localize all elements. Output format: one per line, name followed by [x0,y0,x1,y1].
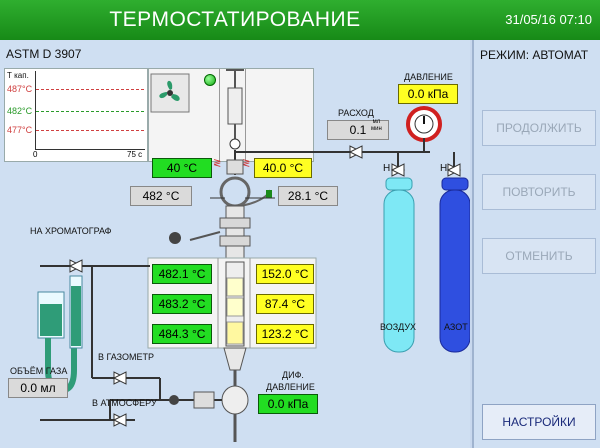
mode-label: РЕЖИМ: [480,48,530,62]
dp-value: 0.0 кПа [258,394,318,414]
atmosphere-label: В АТМОСФЕРУ [92,398,157,408]
flow-unit-bottom: мин [371,126,382,132]
mode-value: АВТОМАТ [532,48,589,62]
process-panel: ASTM D 3907 Т кап. 487°C 482°C 477°C 0 7… [0,40,470,448]
chart-level-mid: 482°C [7,106,33,116]
reactor-left-temp-1: 482.1 °C [152,264,212,284]
chart-y-axis [35,71,36,149]
chart-line-mid [36,111,144,112]
panel-divider-left [219,69,220,161]
chart-x-axis [35,149,145,150]
gas-volume-value: 0.0 мл [8,378,68,398]
chart-ylabel: Т кап. [7,71,29,80]
h-label-left: H [383,163,391,174]
dp-label-line1: ДИФ. [282,370,304,380]
temperature-trend-chart: Т кап. 487°C 482°C 477°C 0 75 с [4,68,148,162]
datetime-display: 31/05/16 07:10 [505,12,592,27]
chart-line-high [36,89,144,90]
reactor-right-temp-1: 152.0 °C [256,264,314,284]
chart-x-start: 0 [33,150,38,159]
nitrogen-label: АЗОТ [444,322,468,332]
h-label-right: H [440,163,448,174]
syringe-temp-value: 40.0 °C [254,158,312,178]
settings-button[interactable]: НАСТРОЙКИ [482,404,596,440]
dp-label-line2: ДАВЛЕНИЕ [266,382,315,392]
air-label: ВОЗДУХ [380,322,417,332]
heater-coil-icon: ≷ [242,158,251,169]
heater-coil-icon: ≷ [213,158,222,169]
flow-value: 0.1 [349,123,367,137]
reactor-right-temp-3: 123.2 °C [256,324,314,344]
flow-unit: мл мин [371,119,382,133]
inlet-temp-value: 482 °C [130,186,192,206]
reactor-left-temp-2: 483.2 °C [152,294,212,314]
flow-value-box: 0.1 [327,120,389,140]
reactor-right-temp-2: 87.4 °C [256,294,314,314]
panel-divider-right [245,69,246,161]
chromatograph-label: НА ХРОМАТОГРАФ [30,226,112,236]
chart-level-low: 477°C [7,125,33,135]
continue-button[interactable]: ПРОДОЛЖИТЬ [482,110,596,146]
chart-x-end: 75 с [127,150,143,159]
fan-icon [150,73,190,113]
fan-temp-value: 40 °C [152,158,212,178]
chart-line-low [36,130,144,131]
pressure-value: 0.0 кПа [398,84,458,104]
repeat-button[interactable]: ПОВТОРИТЬ [482,174,596,210]
aux-temp-value: 28.1 °C [278,186,338,206]
green-lamp-icon [204,74,216,86]
gas-volume-label: ОБЪЁМ ГАЗА [10,366,68,376]
gasometer-label: В ГАЗОМЕТР [98,352,155,362]
piping-diagram [37,69,470,442]
flow-unit-top: мл [372,119,381,125]
flow-label: РАСХОД [338,108,374,118]
reactor-left-temp-3: 484.3 °C [152,324,212,344]
title-bar: ТЕРМОСТАТИРОВАНИЕ 31/05/16 07:10 [0,0,600,40]
method-label: ASTM D 3907 [6,47,82,61]
page-title: ТЕРМОСТАТИРОВАНИЕ [109,8,361,31]
chart-level-high: 487°C [7,84,33,94]
mode-display: РЕЖИМ: АВТОМАТ [480,48,588,62]
control-sidebar: РЕЖИМ: АВТОМАТ ПРОДОЛЖИТЬ ПОВТОРИТЬ ОТМЕ… [472,40,600,448]
cancel-button[interactable]: ОТМЕНИТЬ [482,238,596,274]
pressure-label: ДАВЛЕНИЕ [404,72,453,82]
